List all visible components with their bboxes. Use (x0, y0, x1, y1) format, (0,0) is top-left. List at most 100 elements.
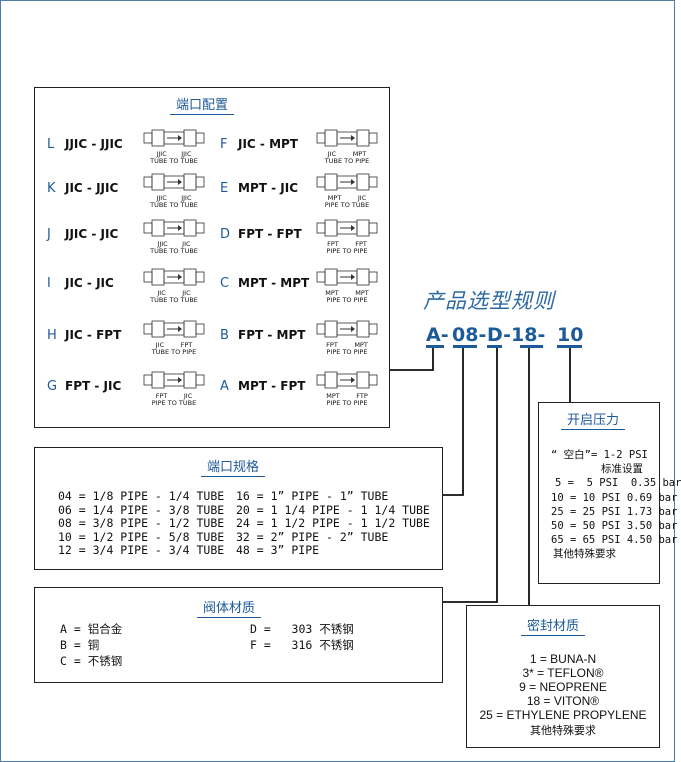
port-code: F (220, 137, 228, 152)
cracking-pressure-title: 开启压力 (561, 409, 626, 430)
pressure-line: “ 空白”= 1-2 PSI (551, 449, 648, 461)
port-code: H (47, 328, 57, 343)
code-segment-pressure: 10 (557, 324, 584, 346)
size-item: 12 = 3/4 PIPE - 3/4 TUBE (58, 543, 225, 557)
port-size-left: 04 = 1/8 PIPE - 1/4 TUBE 06 = 1/4 PIPE -… (58, 489, 225, 558)
size-item: 32 = 2” PIPE - 2” TUBE (236, 529, 389, 544)
code-segment-body: D- (487, 324, 512, 346)
check-valve-fitting-icon (143, 371, 205, 389)
fitting-end-labels: MPT JIC (327, 194, 367, 202)
port-name: JIC - FPT (65, 328, 122, 342)
code-underline-pressure (557, 345, 582, 348)
fitting-connection-label: TUBE TO TUBE (150, 296, 198, 304)
fitting-connection-label: PIPE TO PIPE (326, 247, 368, 255)
size-item: 06 = 1/4 PIPE - 3/8 TUBE (58, 502, 225, 517)
seal-item: 9 = NEOPRENE (519, 680, 607, 694)
fitting-end-labels: FPT JIC (155, 392, 193, 400)
fitting-connection-label: TUBE TO TUBE (150, 247, 198, 255)
port-name: FPT - JIC (65, 379, 122, 393)
port-code: K (47, 181, 56, 196)
check-valve-fitting-icon (316, 268, 378, 286)
body-item: D = 303 不锈钢 (250, 622, 354, 636)
body-item: B = 铜 (60, 638, 100, 652)
fitting-connection-label: PIPE TO TUBE (324, 201, 370, 209)
port-name: MPT - MPT (238, 276, 310, 290)
check-valve-fitting-icon (316, 320, 378, 338)
check-valve-fitting-icon (316, 371, 378, 389)
pressure-line: 5 = 5 PSI 0.35 bar (555, 477, 681, 490)
body-material-left: A = 铝合金 B = 铜 C = 不锈钢 (60, 621, 122, 669)
fitting-end-labels: FPT MPT (326, 341, 368, 349)
port-name: JJIC - JIC (65, 227, 119, 241)
check-valve-fitting-icon (316, 219, 378, 237)
port-code: E (220, 181, 229, 196)
port-config-title: 端口配置 (170, 94, 235, 115)
fitting-end-labels: JIC MPT (327, 150, 367, 158)
port-name: JIC - JJIC (65, 181, 119, 195)
check-valve-fitting-icon (316, 173, 378, 191)
port-size-box: 端口规格 04 = 1/8 PIPE - 1/4 TUBE 06 = 1/4 P… (34, 447, 443, 570)
port-name: MPT - JIC (238, 181, 298, 195)
port-code: C (220, 276, 230, 291)
pressure-line: 50 = 50 PSI 3.50 bar (551, 520, 678, 533)
pressure-line: 65 = 65 PSI 4.50 bar (551, 534, 678, 547)
body-item: F = 316 不锈钢 (250, 638, 354, 652)
port-name: JIC - JIC (65, 276, 114, 290)
port-name: FPT - FPT (238, 227, 302, 241)
port-name: JIC - MPT (238, 137, 298, 151)
check-valve-fitting-icon (143, 129, 205, 147)
cracking-pressure-box: 开启压力 “ 空白”= 1-2 PSI 标准设置 5 = 5 PSI 0.35 … (538, 402, 681, 584)
pressure-lines: “ 空白”= 1-2 PSI 标准设置 5 = 5 PSI 0.35 bar 1… (551, 448, 681, 562)
fitting-connection-label: TUBE TO TUBE (150, 201, 198, 209)
pressure-line: 标准设置 (601, 463, 643, 476)
body-item: A = 铝合金 (60, 622, 123, 636)
seal-item: 其他特殊要求 (530, 724, 596, 737)
pressure-line: 25 = 25 PSI 1.73 bar (551, 505, 678, 518)
seal-item: 1 = BUNA-N (529, 652, 597, 666)
port-name: FPT - MPT (238, 328, 306, 342)
body-material-right: D = 303 不锈钢 F = 316 不锈钢 (250, 621, 354, 653)
fitting-end-labels: JIC JIC (157, 289, 191, 297)
seal-material-list: 1 = BUNA-N 3* = TEFLON® 9 = NEOPRENE 18 … (467, 652, 659, 738)
port-size-title: 端口规格 (201, 456, 266, 477)
size-item: 48 = 3” PIPE (236, 543, 320, 557)
seal-item: 18 = VITON® (526, 694, 600, 708)
port-code: G (47, 379, 58, 394)
fitting-end-labels: JJIC JJIC (156, 194, 192, 202)
fitting-connection-label: PIPE TO TUBE (151, 399, 197, 407)
port-code: D (220, 227, 231, 242)
size-item: 04 = 1/8 PIPE - 1/4 TUBE (58, 489, 225, 503)
check-valve-fitting-icon (316, 129, 378, 147)
port-name: MPT - FPT (238, 379, 306, 393)
fitting-connection-label: TUBE TO TUBE (150, 157, 198, 165)
fitting-end-labels: JJIC JJIC (156, 150, 192, 158)
port-code: B (220, 328, 229, 343)
fitting-connection-label: TUBE TO PIPE (324, 157, 370, 165)
fitting-end-labels: MPT MPT (325, 289, 369, 297)
port-size-right: 16 = 1” PIPE - 1” TUBE 20 = 1 1/4 PIPE -… (236, 489, 430, 558)
seal-item: 3* = TEFLON® (522, 666, 604, 680)
check-valve-fitting-icon (143, 268, 205, 286)
fitting-end-labels: JIC FPT (155, 341, 193, 349)
size-item: 24 = 1 1/2 PIPE - 1 1/2 TUBE (236, 516, 430, 530)
fitting-end-labels: MPT FTP (326, 392, 368, 400)
port-code: L (47, 137, 55, 152)
body-item: C = 不锈钢 (60, 654, 123, 668)
fitting-end-labels: FPT FPT (327, 240, 367, 248)
seal-material-title: 密封材质 (521, 615, 586, 636)
size-item: 08 = 3/8 PIPE - 1/2 TUBE (58, 516, 225, 530)
body-material-title: 阀体材质 (197, 597, 262, 618)
code-underline-size (453, 345, 477, 348)
fitting-connection-label: PIPE TO PIPE (326, 399, 368, 407)
